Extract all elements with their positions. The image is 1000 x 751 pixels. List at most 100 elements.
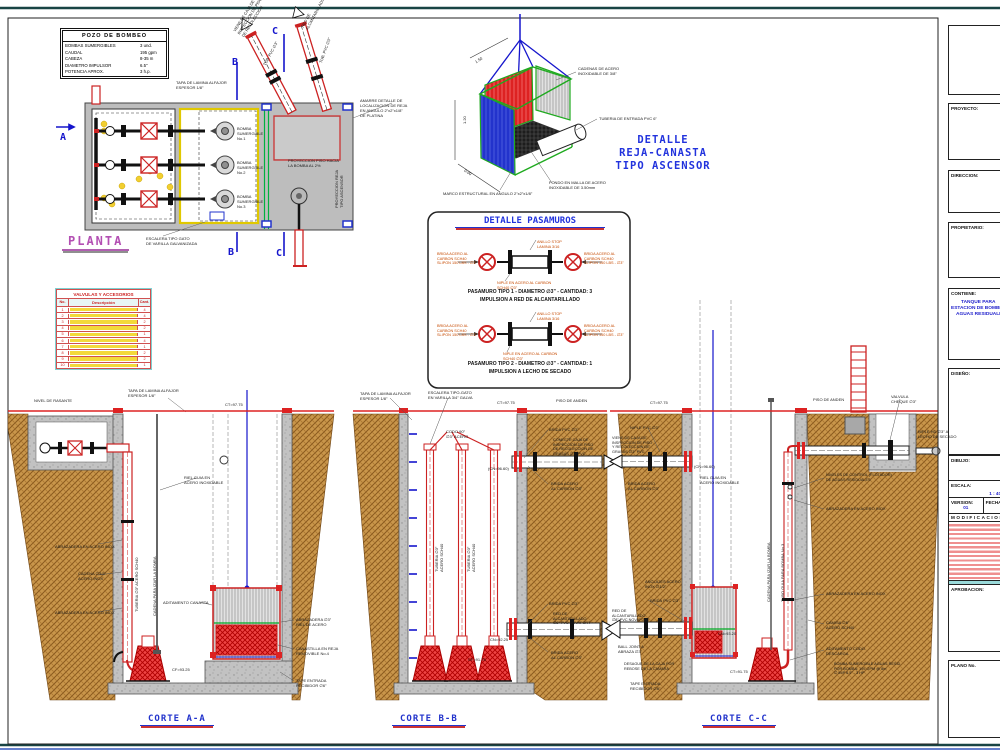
annotation-label: ANCLAJES ACERO INOX ∅1/2"	[645, 579, 681, 589]
annotation-label: BRIDA ACERO AL CARBON SCH40 SLIPON 150 L…	[584, 252, 624, 266]
annotation-label: NIVEL DE RASANTE	[34, 398, 73, 403]
incoming-pipe-1	[241, 17, 297, 115]
annotation-label: TAPE ENTRADA RECIBIDOR ∅6"	[296, 678, 327, 688]
annotation-label: CN=93.20	[718, 631, 737, 636]
titleblock-plano: PLANO No.	[948, 660, 1000, 738]
annotation-label: ANILLO STOP LAMINA 3/16	[537, 240, 562, 249]
annotation-label: PISO DE ANDEN	[556, 398, 588, 403]
annotation-label: ADITAMENTO CODO DESCARGA	[826, 646, 865, 656]
pasamuros-detail	[427, 211, 631, 389]
pasamuro-type2-text: PASAMURO TIPO 2 - DIAMETRO ∅3" - CANTIDA…	[467, 361, 593, 375]
annotation-label: BRIDA ACERO AL CARBON ∅3"	[551, 481, 583, 491]
annotation-label: NIPLE EN ACERO AL CARBON SCH40 ∅3"	[503, 352, 558, 361]
annotation-label: AMARRE DETALLE DE LOCALIZACION DE REJA E…	[360, 98, 408, 118]
annotation-label: TUBERIA ∅3" ACERO SCH40	[466, 543, 476, 572]
pasamuro-type1-text: PASAMURO TIPO 1 - DIAMETRO ∅3" - CANTIDA…	[467, 289, 593, 303]
annotation-label: CT=97.75	[225, 402, 243, 407]
annotation-label: NIPLE HD ∅3" A LECHO DE SECADO	[918, 429, 957, 439]
titleblock-propietario: PROPIETARIO:	[948, 222, 1000, 278]
annotation-label: FONDO EN MALLA DE ACERO INOXIDABLE DE 3.…	[549, 180, 606, 190]
pasamuros-title: DETALLE PASAMUROS	[455, 216, 605, 228]
titleblock-modificaciones: MODIFICACIONES	[949, 513, 1000, 521]
section-b-title: CORTE B-B	[392, 714, 466, 726]
section-a-title: CORTE A-A	[140, 714, 214, 726]
discharge-pipe-lower	[506, 618, 619, 641]
spec-row: POTENCIA APROX.3 h.p.	[65, 68, 151, 74]
annotation-label: CADENA ∅3/8" ACERO INOX	[78, 571, 107, 581]
annotation-label: BOMBA SUMERGIBLE No.1	[237, 126, 264, 141]
annotation-label: NIPLE EN ACERO AL CARBON SCH40 ∅3"	[497, 281, 552, 290]
annotation-label: RED DE ALCANTARILLADO ∅8" PVC NOVAFORT	[553, 612, 591, 626]
annotation-label: BRIDA ACERO AL CARBON ∅3"	[551, 650, 583, 660]
annotation-label: VIENE DE CAJA DE INSPECCION DE PISO Y RE…	[612, 436, 653, 455]
section-a	[7, 390, 335, 701]
annotation-label: CT=91.75	[730, 669, 748, 674]
annotation-label: A	[60, 132, 67, 143]
annotation-label: TAPA DE LAMINA ALFAJOR ESPESOR 1/8"	[360, 391, 411, 401]
annotation-label: BOMBA SUMERGIBLE AGUAS RESID. POR BOMBA:…	[834, 662, 902, 676]
annotation-label: ABRAZADERA EN ACERO INOX	[55, 610, 115, 615]
annotation-label: (CN=96.60)	[488, 466, 509, 471]
annotation-label: CODO 90° ∅3" ACERO	[446, 429, 469, 439]
titleblock-logo-box	[948, 25, 1000, 95]
annotation-label: BRIDA ACERO AL CARBON ∅3"	[628, 481, 660, 491]
pump-pipes	[412, 431, 512, 682]
annotation-label: TUBERIA ∅3" ACERO SCH40	[434, 543, 444, 572]
annotation-label: BOMBA SUMERGIBLE No.2	[237, 160, 264, 175]
section-c	[605, 300, 941, 701]
annotation-label: TAPA DE LAMINA ALFAJOR ESPESOR 1/8"	[128, 388, 179, 398]
annotation-label: PISO DE ANDEN	[813, 397, 845, 402]
annotation-label: CAMISA ∅6" ACERO SCH40	[826, 620, 855, 630]
annotation-label: RIEL GUIA EN ACERO INOXIDABLE	[184, 475, 224, 485]
annotation-label: RIEL GUIA EN ACERO INOXIDABLE	[700, 475, 740, 485]
annotation-label: CF=91.75	[468, 657, 486, 662]
annotation-label: CADENA PARA IZAR LA BOMBA	[766, 542, 771, 603]
plan-view	[56, 5, 393, 413]
incoming-pipe-2	[292, 5, 333, 113]
annotation-label: ESCALERA TIPO-GATO EN VARILLA 3/4" GALVA	[428, 390, 473, 400]
section-marker-lines	[56, 34, 285, 256]
annotation-label: BRIDA PVC ∅3"	[549, 427, 579, 432]
annotation-label: CADENAS DE ACERO INOXIDABLE DE 3/8"	[578, 66, 620, 76]
section-b	[352, 397, 619, 701]
annotation-label: NIVELES DE CONTROL (FLOTADOR) DE AGUAS R…	[826, 473, 892, 482]
annotation-label: ESCALERA TIPO GATO DE VARILLA GALVANIZAD…	[146, 236, 198, 246]
annotation-label: MARCO ESTRUCTURAL EN ANGULO 2"x2"x1/8"	[443, 191, 533, 196]
annotation-label: PROYECCION PISO HACIA LA BOMBA AL 2%	[288, 158, 339, 168]
annotation-label: BALL JOINT A ABRAZA ∅3"	[618, 644, 644, 654]
annotation-label: TUBO GUIA PARA BOMBA No.3	[780, 543, 785, 602]
titleblock-direccion: DIRECCION:	[948, 170, 1000, 213]
annotation-label: BRIDA ACERO AL CARBON SCH40 SLIPON 150 L…	[437, 252, 477, 266]
annotation-label: BRIDA ACERO AL CARBON SCH40 SLIPON 150 L…	[584, 324, 624, 338]
plan-title: PLANTA	[62, 234, 130, 251]
annotation-label: BRIDA PVC ∅3"	[650, 598, 680, 603]
annotation-label: ANILLO STOP LAMINA 3/16	[537, 312, 562, 321]
titleblock-proyecto: PROYECTO:	[948, 103, 1000, 160]
annotation-label: NIPLE PVC ∅3"	[630, 425, 660, 430]
annotation-label: ADITAMENTO CANASTA	[163, 600, 209, 605]
annotation-label: VALVULA CHEQUE ∅3"	[891, 394, 917, 404]
valve-accessories-table: VALVULAS Y ACCESORIOS No. Descripción Ca…	[55, 288, 152, 370]
annotation-label: ABRAZADERA ∅3" RIEL DE ACERO	[296, 617, 332, 627]
annotation-label: CF=93.25	[172, 667, 190, 672]
pump-train-rows	[94, 121, 235, 209]
spec-table-title: POZO DE BOMBEO	[63, 31, 166, 42]
annotation-label: TAPA DE LAMINA ALFAJOR ESPESOR 1/8"	[176, 80, 227, 90]
titleblock-revision-stripes	[949, 521, 1000, 580]
annotation-label: CN=92.25	[490, 637, 509, 642]
basket-detail-title: DETALLE REJA-CANASTA TIPO ASCENSOR	[615, 134, 711, 173]
titleblock-version: VERSION: 01 FECHA:	[949, 497, 1000, 513]
basket-detail	[454, 14, 598, 193]
